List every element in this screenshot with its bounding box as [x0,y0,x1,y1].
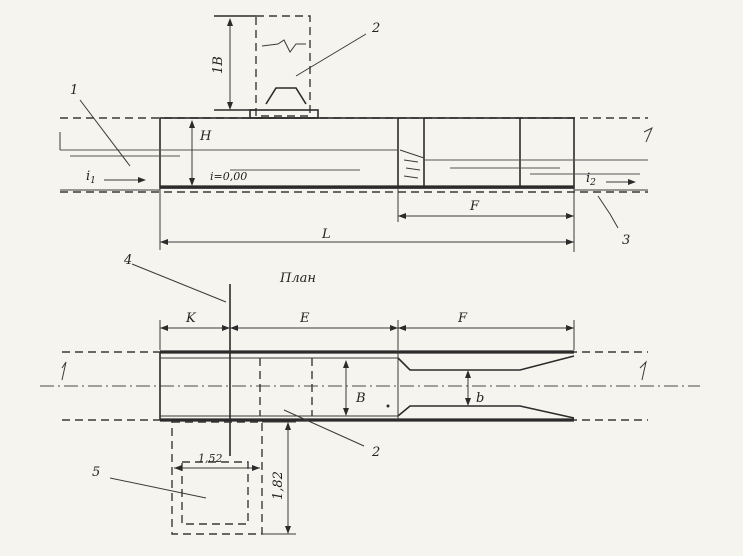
callout-1: 1 [70,83,78,98]
dim-H-arrow-bottom [189,178,195,186]
plan-dot [386,404,390,408]
dim-K-label: K [185,311,197,326]
drop-hatch [399,149,425,179]
dim-F-plan-arrow-right [566,325,574,331]
callout-3-leader [597,195,619,229]
callout-4: 4 [123,253,132,268]
dim-L-arrow-right [566,239,574,245]
dim-182-arrow-bottom [285,526,291,534]
dim-b-label: b [476,391,484,406]
callout-5-leader [109,477,207,499]
plan-title: План [279,271,316,286]
plan-view: План B b [40,253,700,535]
plan-break-left [61,361,67,381]
dim-L-arrow-left [160,239,168,245]
well-break [261,39,306,53]
plan-stilling-well-inner [181,461,249,525]
dim-B-label: B [355,391,366,406]
dim-182-arrow-top [285,422,291,430]
dim-F-plan-arrow-left [398,325,406,331]
dim-E-label: E [299,311,310,326]
float-shape [265,87,307,105]
callout-2-bottom-leader [283,409,365,447]
dim-1b-label: 1B [211,56,226,74]
flow-out-arrow [628,179,636,185]
callout-3: 3 [622,233,630,248]
dim-K-arrow-left [160,325,168,331]
dim-152-arrow-left [174,465,182,471]
callout-2-top: 2 [371,21,380,36]
callout-2-bottom: 2 [371,445,380,460]
dim-152-label: 1,52 [198,452,223,465]
dim-F-top-label: F [469,199,480,214]
dim-1b-arrow-bottom [227,102,233,110]
dim-F-top-arrow-right [566,213,574,219]
plan-throat-bottom [397,405,575,419]
flow-in-arrow [138,177,146,183]
break-mark-top [643,126,653,143]
dim-1b-arrow-top [227,18,233,26]
dim-F-plan-label: F [457,311,468,326]
dim-H-arrow-top [189,120,195,128]
section-view: H i=0,00 i1 i2 1B 2 1 3 [59,15,653,252]
level-label: i=0,00 [210,170,247,183]
dim-152-arrow-right [252,465,260,471]
dim-H-label: H [199,129,212,144]
plan-break-right [639,360,647,381]
dim-b-arrow-top [465,370,471,378]
dim-182-label: 1,82 [271,471,286,500]
dim-L-label: L [321,227,331,242]
callout-2-top-leader [295,33,367,77]
plan-throat-top [397,355,575,371]
dim-K-arrow-right [222,325,230,331]
flow-out-label: i2 [586,171,596,188]
dim-b-arrow-bottom [465,398,471,406]
dim-E-arrow-right [390,325,398,331]
flow-in-label: i1 [86,169,96,186]
plan-stilling-well-outer [171,421,263,535]
dim-B-arrow-top [343,360,349,368]
stilling-well [255,15,311,117]
callout-5: 5 [92,465,100,480]
callout-4-leader [131,263,227,303]
well-base [249,109,319,119]
dim-B-arrow-bottom [343,408,349,416]
callout-1-leader [79,99,131,167]
dim-F-top-arrow-left [398,213,406,219]
dim-E-arrow-left [230,325,238,331]
